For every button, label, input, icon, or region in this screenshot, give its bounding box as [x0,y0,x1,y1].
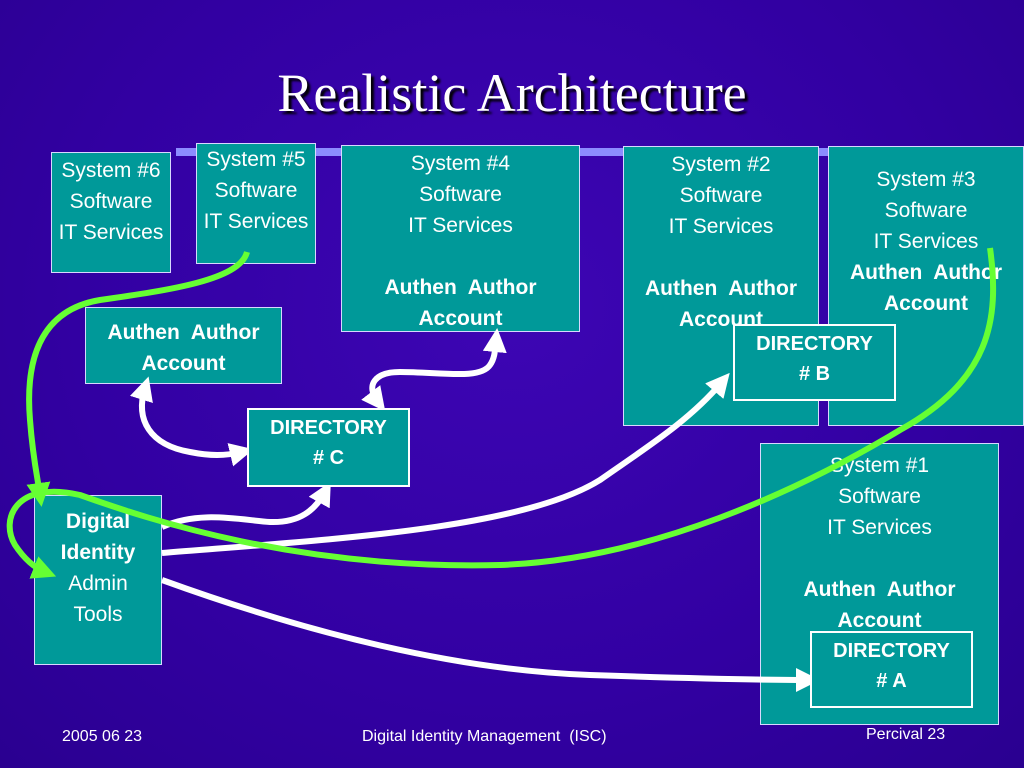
system-3-account: Account [884,292,968,315]
admin-tools-tools: Tools [73,603,123,626]
system-3-name: System #3 [876,168,976,191]
system-6-box: System #6 Software IT Services [51,152,171,273]
admin-tools-identity: Identity [60,541,136,564]
system-5-software: Software [214,179,298,202]
system-2-name: System #2 [671,153,771,176]
directory-b: DIRECTORY # B [733,324,896,401]
admin-tools-box: Digital Identity Admin Tools [34,495,162,665]
system-1-it-services: IT Services [827,516,932,539]
system-4-it-services: IT Services [408,214,513,237]
directory-c-label: DIRECTORY [270,417,387,439]
directory-b-id: # B [798,363,831,385]
system-1-name: System #1 [829,454,930,477]
admin-tools-digital: Digital [65,510,131,533]
footer-title: Digital Identity Management (ISC) [362,728,607,745]
system-5-name: System #5 [206,148,306,171]
system-5-box: System #5 Software IT Services [196,143,316,264]
arrow-directory-c-to-shared-auth [129,376,254,467]
directory-a: DIRECTORY # A [810,631,973,708]
slide-title: Realistic Architecture [277,63,747,123]
arrow-system-3-to-admin [6,247,997,579]
arrow-admin-to-directory-b [161,372,730,556]
system-6-software: Software [69,190,153,213]
system-2-auth: Authen Author [644,277,798,300]
directory-a-label: DIRECTORY [833,640,950,662]
directory-c-id: # C [312,447,345,469]
system-1-auth: Authen Author [803,578,956,601]
system-3-software: Software [884,199,968,222]
footer-date: 2005 06 23 [62,728,143,745]
arrow-admin-to-directory-a [160,577,820,692]
shared-account-label: Account [141,352,226,375]
system-4-software: Software [419,183,502,206]
system-3-it-services: IT Services [873,230,979,253]
directory-a-id: # A [876,670,907,692]
system-2-software: Software [679,184,763,207]
admin-tools-admin: Admin [68,572,128,595]
system-3-auth: Authen Author [849,261,1003,284]
arrow-directory-c-to-system-4 [361,328,507,412]
title-rule [176,148,1024,156]
system-1-account: Account [837,609,922,632]
system-4-name: System #4 [410,152,511,175]
footer-page: Percival 23 [866,726,946,743]
arrow-admin-to-directory-c [160,481,331,530]
system-4-box: System #4 Software IT Services Authen Au… [341,145,580,332]
system-4-account: Account [418,307,503,330]
system-4-auth: Authen Author [384,276,537,299]
arrow-system-5-to-admin [26,250,250,507]
system-5-it-services: IT Services [203,210,309,233]
directory-b-label: DIRECTORY [756,333,873,355]
shared-auth-label: Authen Author [107,321,260,344]
shared-auth-box: Authen Author Account [85,307,282,384]
system-2-it-services: IT Services [668,215,774,238]
system-6-name: System #6 [61,159,161,182]
system-1-software: Software [838,485,921,508]
directory-c: DIRECTORY # C [247,408,410,487]
system-6-it-services: IT Services [58,221,164,244]
